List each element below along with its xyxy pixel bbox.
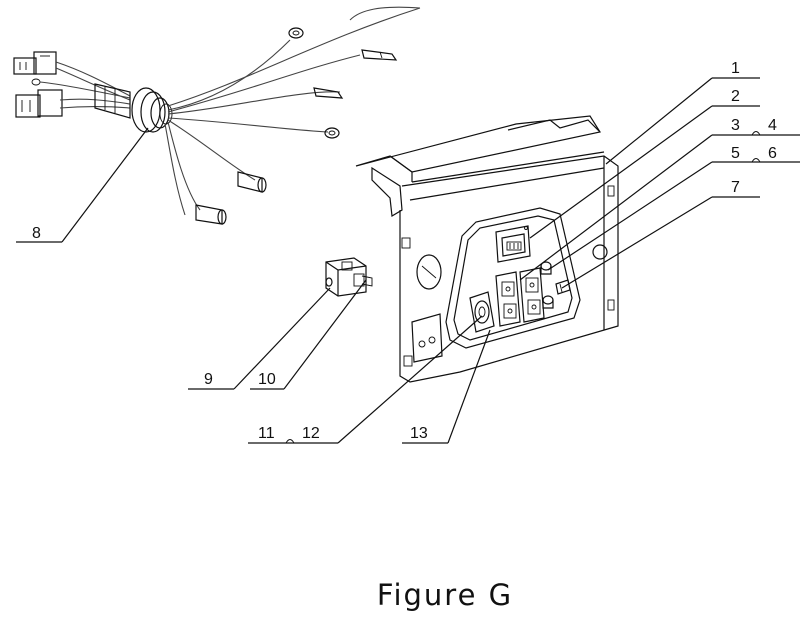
callout-6: 6 xyxy=(768,145,777,162)
hour-meter-display xyxy=(495,225,531,263)
wire-harness xyxy=(13,6,421,225)
plug-terminal-2 xyxy=(195,204,227,225)
grommet xyxy=(131,87,173,133)
callout-5: 5 xyxy=(731,145,740,162)
leader-lines xyxy=(16,77,800,444)
callout-3: 3 xyxy=(731,117,740,134)
harness-connector-bottom xyxy=(15,89,63,118)
callout-4: 4 xyxy=(768,117,777,134)
spade-terminal-2 xyxy=(313,87,344,99)
control-panel-housing xyxy=(355,115,619,383)
callout-1: 1 xyxy=(731,60,740,77)
callout-12: 12 xyxy=(302,425,320,442)
ground-terminal xyxy=(555,279,571,295)
callout-10: 10 xyxy=(258,371,276,388)
circuit-breaker-bottom xyxy=(542,295,554,309)
circuit-breaker-top xyxy=(540,261,552,275)
small-socket-assembly xyxy=(325,257,373,297)
callout-11: 11 xyxy=(258,425,275,442)
callout-7: 7 xyxy=(731,179,740,196)
figure-caption: Figure G xyxy=(376,578,514,612)
spade-terminal-1 xyxy=(361,49,398,61)
round-socket xyxy=(469,291,495,333)
plug-terminal-1 xyxy=(237,171,267,193)
callout-2: 2 xyxy=(731,88,740,105)
callout-13: 13 xyxy=(410,425,428,442)
ring-terminal-top xyxy=(288,27,304,39)
duplex-outlet-right xyxy=(519,267,545,323)
duplex-outlet-left xyxy=(495,271,521,327)
callout-9: 9 xyxy=(204,371,213,388)
ring-terminal-mid xyxy=(324,127,340,139)
callout-labels: 1 2 3 4 5 6 7 8 9 10 11 12 13 xyxy=(32,60,777,444)
callout-8: 8 xyxy=(32,225,41,242)
harness-connector-top xyxy=(13,51,57,75)
